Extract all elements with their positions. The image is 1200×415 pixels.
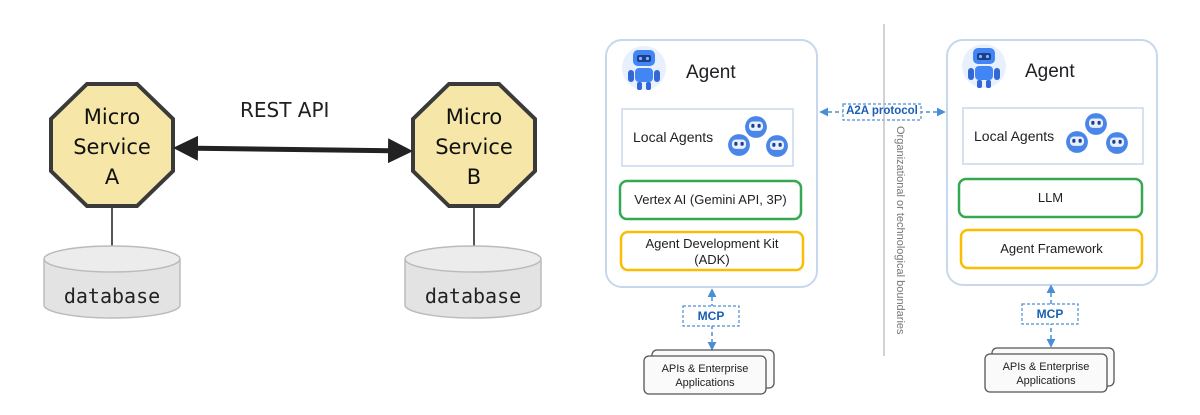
- local-agent-bot-icon: [1066, 131, 1088, 153]
- database-a-label: database: [63, 284, 161, 308]
- framework-label-right: Agent Framework: [1000, 241, 1103, 256]
- rest-api-label: REST API: [240, 98, 330, 122]
- database-a: [43, 245, 181, 319]
- a2a-label-box: [842, 103, 922, 121]
- robot-icon: [962, 44, 1006, 88]
- boundary-label: Organizational or technological boundari…: [894, 126, 906, 335]
- local-agents-label-right: Local Agents: [974, 128, 1055, 144]
- model-label-left: Vertex AI (Gemini API, 3P): [634, 192, 787, 207]
- local-agent-bot-icon: [1106, 132, 1128, 154]
- mcp-label-box-right: [1021, 303, 1079, 325]
- robot-icon: [622, 46, 666, 90]
- rest-api-arrow: [173, 135, 413, 164]
- agent-title-left: Agent: [686, 62, 736, 83]
- mcp-label-right: MCP: [1036, 307, 1064, 321]
- local-agent-bot-icon: [766, 135, 788, 157]
- framework-label-left: Agent Development Kit (ADK): [645, 236, 779, 267]
- framework-box-right: [959, 228, 1144, 270]
- framework-box-left: [619, 230, 805, 272]
- mcp-label-box-left: [682, 305, 740, 327]
- microservice-b-octagon: [411, 82, 537, 208]
- a2a-protocol-label: A2A protocol: [846, 105, 918, 117]
- apis-stack-left: [643, 349, 775, 395]
- apis-label-left: APIs & Enterprise Applications: [661, 363, 749, 389]
- local-agents-label-left: Local Agents: [633, 129, 714, 145]
- microservice-a-label: Micro Service A: [73, 105, 151, 189]
- model-label-right: LLM: [1037, 190, 1064, 205]
- microservice-a-octagon: [49, 82, 175, 208]
- local-agents-box-left: [621, 108, 794, 167]
- local-agent-bot-icon: [745, 116, 767, 138]
- local-agent-bot-icon: [728, 134, 750, 156]
- agent-title-right: Agent: [1025, 61, 1075, 82]
- apis-stack-right: [984, 347, 1115, 393]
- database-b: [404, 245, 542, 319]
- local-agent-bot-icon: [1085, 113, 1107, 135]
- model-box-right: [957, 177, 1144, 219]
- microservice-b-label: Micro Service B: [435, 105, 513, 189]
- model-box-left: [618, 179, 803, 221]
- database-b-label: database: [424, 284, 522, 308]
- apis-label-right: APIs & Enterprise Applications: [1002, 361, 1090, 387]
- mcp-label-left: MCP: [697, 309, 725, 323]
